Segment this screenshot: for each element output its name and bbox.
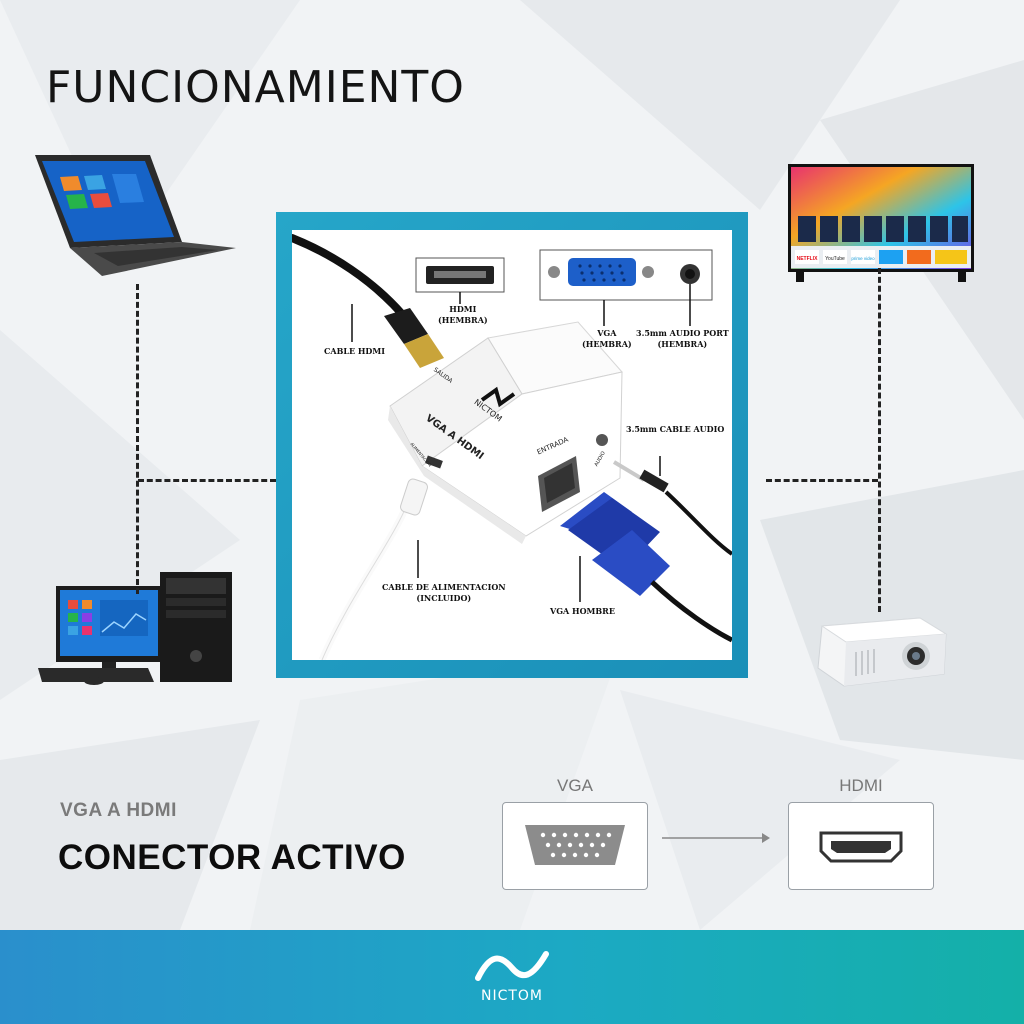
label-vga-male: VGA HOMBRE: [550, 606, 615, 616]
tv-app-youtube: YouTube: [825, 256, 845, 262]
projector-icon: [817, 617, 948, 687]
desktop-pc-icon: [38, 572, 232, 685]
label-hdmi-port: HDMI(HEMBRA): [438, 304, 488, 325]
subtitle: VGA A HDMI: [60, 800, 177, 821]
tv-icon: NETFLIX YouTube prime video: [788, 164, 974, 282]
footer-brand: NICTOM: [480, 988, 544, 1004]
label-audio-port: 3.5mm AUDIO PORT(HEMBRA): [636, 328, 729, 349]
vga-port-box: [502, 802, 648, 890]
tv-app-netflix: NETFLIX: [797, 256, 818, 262]
hdmi-port-icon: [819, 831, 903, 863]
vga-caption: VGA: [557, 776, 593, 795]
connector-line: [766, 479, 878, 482]
nictom-logo-icon: [475, 951, 549, 981]
connector-line: [878, 268, 881, 612]
vga-port-icon: [525, 825, 625, 865]
main-heading: CONECTOR ACTIVO: [58, 838, 406, 877]
label-power-cable: CABLE DE ALIMENTACION(INCLUIDO): [382, 582, 506, 603]
hdmi-port-box: [788, 802, 934, 890]
label-cable-hdmi: CABLE HDMI: [324, 346, 385, 356]
connector-line: [138, 479, 276, 482]
label-vga-port: VGA(HEMBRA): [582, 328, 632, 349]
label-audio-cable: 3.5mm CABLE AUDIO: [626, 424, 725, 434]
hdmi-caption: HDMI: [839, 776, 883, 795]
connector-line: [136, 284, 139, 594]
footer-bar: [0, 930, 1024, 1024]
adapter-illustration: [292, 234, 732, 660]
arrow-right-icon: [662, 833, 770, 843]
adapter-diagram: CABLE HDMI HDMI(HEMBRA) VGA(HEMBRA) 3.5m…: [292, 230, 732, 660]
page-title: FUNCIONAMIENTO: [46, 62, 465, 113]
tv-app-prime: prime video: [851, 256, 875, 261]
laptop-icon: [35, 155, 236, 276]
